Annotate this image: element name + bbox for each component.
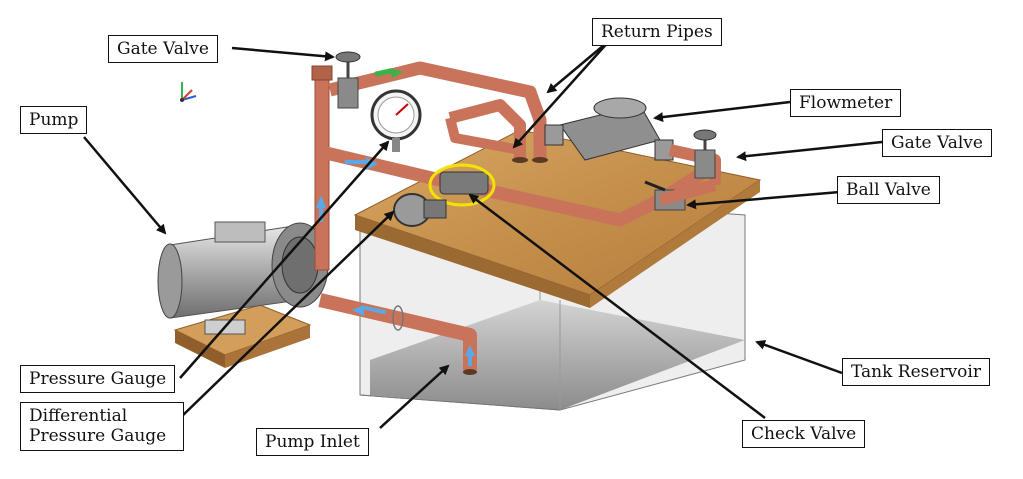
return-pipes (328, 61, 548, 163)
leader-lines (83, 39, 883, 429)
arrow-return-pipes-1 (546, 39, 611, 94)
differential-pressure-gauge (393, 193, 447, 227)
arrow-flowmeter (653, 100, 791, 123)
label-tank-reservoir: Tank Reservoir (842, 358, 990, 387)
label-gate-valve-top: Gate Valve (108, 35, 218, 64)
ball-valve (644, 179, 717, 211)
pump-inlet-pipe (318, 293, 477, 375)
arrow-return-pipes-2 (512, 39, 611, 149)
label-pump: Pump (20, 106, 88, 135)
label-differential-line1: Differential (29, 406, 128, 426)
axis-triad-icon (180, 82, 197, 102)
check-valve (428, 163, 496, 207)
gate-valve-top (335, 51, 361, 109)
arrow-gate-valve-right (736, 140, 883, 162)
label-check-valve: Check Valve (742, 420, 866, 449)
arrow-pump-inlet (379, 364, 450, 429)
label-ball-valve: Ball Valve (837, 176, 940, 205)
arrow-tank-reservoir (755, 340, 843, 375)
label-differential-pressure-gauge: Differential Pressure Gauge (20, 402, 184, 451)
arrow-ball-valve (686, 190, 841, 210)
label-gate-valve-right: Gate Valve (882, 129, 992, 158)
main-horizontal-pipe (320, 145, 719, 227)
arrow-pump (83, 136, 167, 235)
arrow-pressure-gauge (179, 140, 390, 379)
riser-pipe (311, 65, 333, 271)
label-flowmeter: Flowmeter (790, 89, 902, 118)
label-pressure-gauge: Pressure Gauge (20, 365, 176, 394)
arrow-gate-valve-top (231, 46, 335, 62)
label-differential-line2: Pressure Gauge (29, 426, 167, 447)
label-pump-inlet: Pump Inlet (256, 428, 369, 457)
gate-valve-right (693, 129, 717, 179)
arrow-check-valve (468, 193, 766, 419)
arrow-differential-pressure-gauge (179, 210, 395, 419)
pressure-gauge (370, 89, 422, 152)
label-return-pipes: Return Pipes (592, 18, 722, 47)
